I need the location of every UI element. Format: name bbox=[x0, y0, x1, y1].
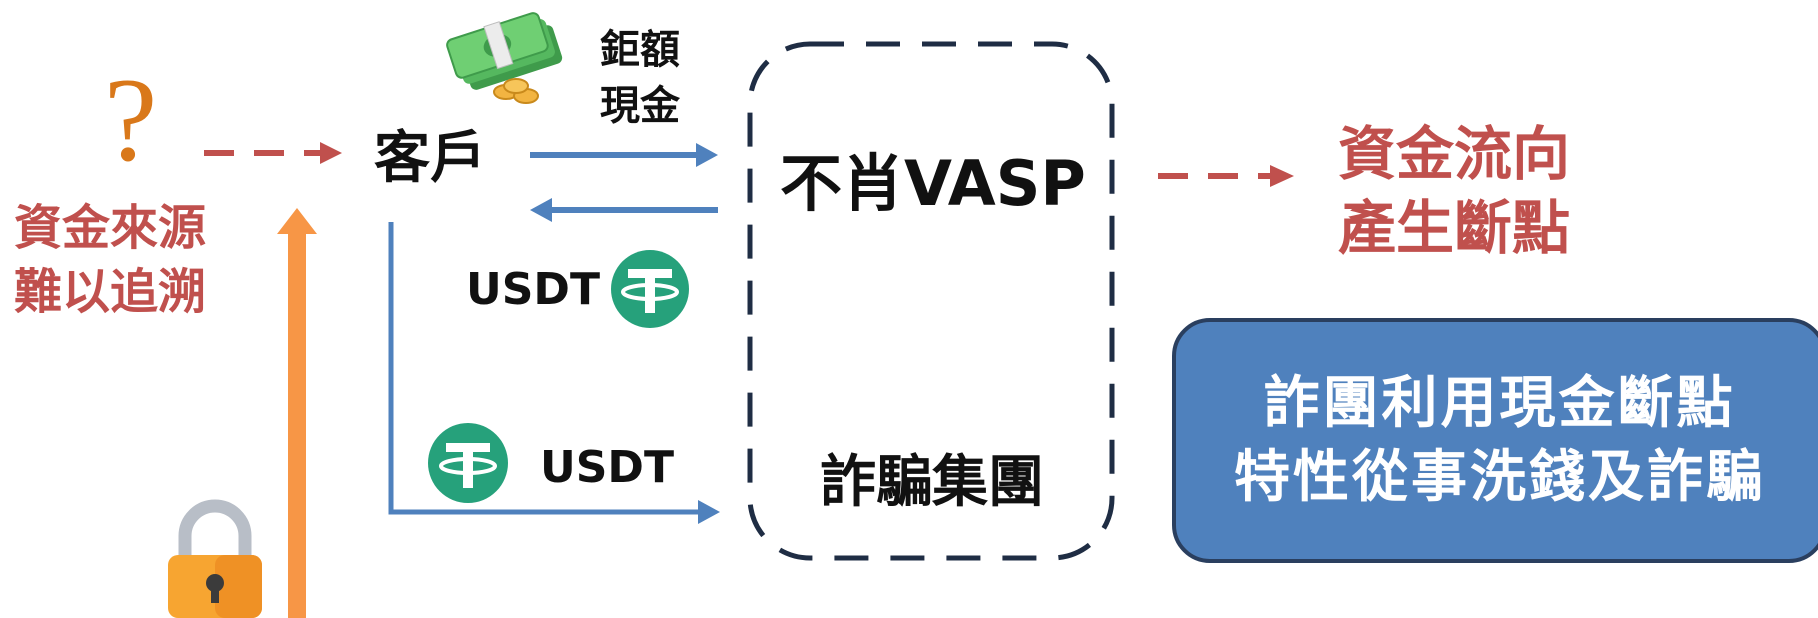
padlock-icon bbox=[168, 499, 262, 618]
callout-line1: 詐團利用現金斷點 bbox=[1263, 370, 1736, 436]
source-to-customer-arrow bbox=[204, 142, 342, 164]
question-mark: ? bbox=[104, 53, 158, 186]
source-untraceable-line1: 資金來源 bbox=[14, 200, 207, 256]
conclusion-callout: 詐團利用現金斷點 特性從事洗錢及詐騙 bbox=[1172, 318, 1818, 563]
customer-label: 客戶 bbox=[374, 126, 486, 191]
tether-icon bbox=[428, 423, 508, 503]
cash-label-line2: 現金 bbox=[600, 83, 680, 129]
scam-group-label: 詐騙集團 bbox=[820, 450, 1044, 515]
destination-line1: 資金流向 bbox=[1338, 120, 1571, 188]
money-stack-icon bbox=[446, 12, 563, 104]
callout-line2: 特性從事洗錢及詐騙 bbox=[1234, 444, 1765, 510]
source-untraceable-line2: 難以追溯 bbox=[14, 264, 207, 320]
usdt-return-arrow bbox=[530, 198, 718, 222]
usdt-label-top: USDT bbox=[466, 264, 600, 315]
cash-flow-arrow bbox=[530, 143, 718, 167]
tether-icon bbox=[611, 250, 689, 328]
vasp-label: 不肖VASP bbox=[780, 147, 1086, 220]
lock-up-arrow bbox=[277, 208, 317, 618]
cash-label-line1: 鉅額 bbox=[600, 27, 680, 73]
box-to-destination-arrow bbox=[1158, 165, 1294, 187]
vasp-dashed-box bbox=[747, 41, 1115, 561]
destination-line2: 產生斷點 bbox=[1338, 194, 1571, 262]
usdt-to-scam-arrow bbox=[388, 222, 720, 524]
usdt-label-bottom: USDT bbox=[540, 442, 674, 493]
